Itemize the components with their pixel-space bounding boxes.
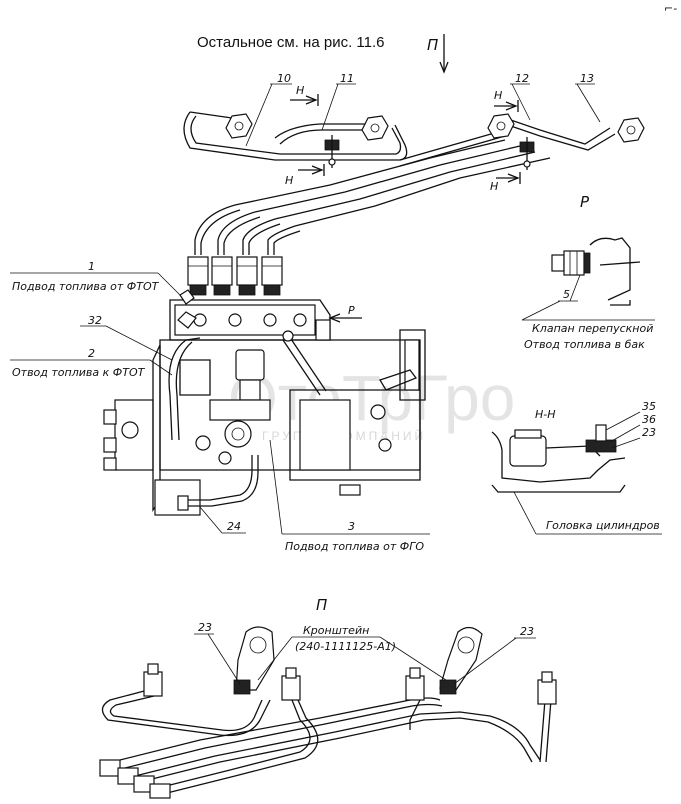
view-marker-r: Р [328,304,362,323]
callout-32: 32 [88,314,102,327]
callout-11: 11 [340,72,354,85]
callout-35: 35 [642,400,656,413]
union-nut-bottom-3 [405,667,425,701]
h-mark-1: Н [296,84,304,97]
bracket-label-1: Кронштейн [303,624,369,637]
section-title: Н-Н [535,408,556,421]
callout-3: 3 [348,520,355,533]
corner-mark: ⌐- [664,2,677,15]
injection-pump [103,256,426,516]
watermark: ОтоТрГро ГРУППА КОМПАНИЙ [228,362,515,443]
h-mark-2: Н [285,174,293,187]
callout-24: 24 [227,520,241,533]
section-h-h: Н-Н 35 36 23 Головка цилиндров [491,400,662,535]
callout-23-section: 23 [642,426,656,439]
pump-end-fittings [99,759,171,799]
callout-36: 36 [642,413,656,426]
view-arrow-label: П [427,36,438,54]
union-nut-bottom-2 [281,667,301,701]
callout-10: 10 [277,72,291,85]
bracket-right [439,626,483,695]
callout-1: 1 [88,260,95,273]
callout-5: 5 [563,288,570,301]
section-marks: Н Н Н Н [285,84,521,193]
view-p-title: П [316,596,327,614]
callout-5-text-2: Отвод топлива в бак [524,338,645,351]
view-arrow-p: П [427,34,449,74]
pump-bottom-callouts: 24 3 Подвод топлива от ФГО [199,439,430,553]
callout-23-right: 23 [520,625,534,638]
view-r-detail: Р 5 Клапан перепускной Отвод топлива в б… [521,193,655,351]
view-r-title: Р [580,193,590,211]
delivery-valve-holders [187,256,283,296]
callout-5-text-1: Клапан перепускной [532,322,653,335]
union-nut-bottom-1 [143,663,163,697]
bracket-left [233,626,275,695]
callout-2: 2 [88,347,95,360]
union-nut-top-2 [361,115,389,141]
callout-12: 12 [515,72,529,85]
callout-1-text: Подвод топлива от ФТОТ [12,280,160,293]
bracket-label-2: (240-1111125-А1) [295,640,396,653]
top-callouts: 10 11 12 13 [245,72,601,147]
view-p-detail: П [99,596,557,799]
cylinder-head-label: Головка цилиндров [546,519,660,532]
left-callouts: 1 Подвод топлива от ФТОТ 32 2 Отвод топл… [10,260,181,379]
view-r-marker: Р [348,304,355,317]
callout-13: 13 [580,72,594,85]
union-nut-top-3 [487,113,515,139]
callout-2-text: Отвод топлива к ФТОТ [12,366,146,379]
fuel-lines-top [183,111,645,255]
callout-23-left: 23 [198,621,212,634]
h-mark-3: Н [494,89,502,102]
union-nut-top-4 [617,117,645,143]
watermark-text: ОтоТрГро [228,362,515,434]
union-nut-top-1 [225,113,253,139]
header-note: Остальное см. на рис. 11.6 [197,34,385,51]
h-mark-4: Н [490,180,498,193]
union-nut-bottom-4 [537,671,557,705]
callout-3-text: Подвод топлива от ФГО [285,540,424,553]
